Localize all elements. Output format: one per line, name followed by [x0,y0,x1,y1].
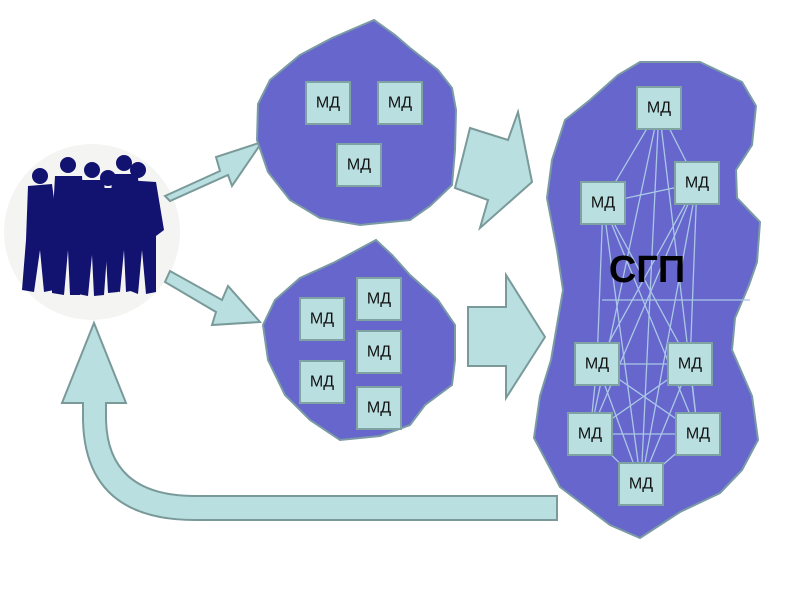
group-bottom-node-5-box [356,386,402,430]
network-node-1-box [636,86,682,130]
network-node-8-box [618,462,664,506]
group-top-node-2-box [377,81,423,125]
network-node-2-box [580,181,626,225]
network-node-8-label: МД [629,476,653,493]
group-bottom-node-2: МД [356,277,402,321]
group-top-node-1-box [305,81,351,125]
network-node-6-box [567,412,613,456]
network-node-1-label: МД [647,100,671,117]
group-top-node-2-label: МД [388,95,412,112]
network-center-label: СГП [609,249,685,291]
group-bottom-node-5: МД [356,386,402,430]
network-node-1: МД [636,86,682,130]
network-node-5: МД [667,342,713,386]
group-bottom-node-4: МД [299,360,345,404]
arrow-bottom-to-network [467,271,547,402]
network-node-8: МД [618,462,664,506]
network-node-7: МД [675,412,721,456]
network-edges [589,107,699,485]
group-bottom-node-1-box [299,297,345,341]
arrow-to-top-group [163,140,265,203]
group-bottom-node-1-label: МД [310,311,334,328]
group-bottom-node-2-box [356,277,402,321]
group-bottom-node-2-label: МД [367,291,391,308]
group-bottom-node-3-box [356,330,402,374]
group-top-nodes: МД МД МД [305,81,423,187]
network-node-5-label: МД [678,356,702,373]
group-bottom-node-4-label: МД [310,374,334,391]
network-node-4-box [574,342,620,386]
network-node-6-label: МД [578,426,602,443]
group-bottom-node-1: МД [299,297,345,341]
network-node-7-box [675,412,721,456]
group-bottom-node-5-label: МД [367,400,391,417]
network-node-4-label: МД [585,356,609,373]
network-node-7-label: МД [686,426,710,443]
network-edge-10 [602,202,691,365]
group-bottom-nodes: МД МД МД МД МД [299,277,402,430]
group-top-node-3-box [336,143,382,187]
group-top-blob [255,18,458,227]
arrow-top-to-network [453,108,534,232]
network-node-2-label: МД [591,195,615,212]
network-edge-12 [689,182,698,365]
group-top-node-3-label: МД [347,157,371,174]
network-edge-11 [596,182,698,365]
group-top-node-3: МД [336,143,382,187]
arrow-to-bottom-group [163,269,263,327]
group-bottom-node-3-label: МД [367,344,391,361]
group-bottom-node-3: МД [356,330,402,374]
group-top-node-1-label: МД [316,95,340,112]
network-nodes: МД МД МД МД МД МД МД МД [567,86,721,506]
people-silhouette-icon [22,155,164,296]
network-node-3-label: МД [685,175,709,192]
group-top-node-2: МД [377,81,423,125]
network-node-6: МД [567,412,613,456]
group-bottom-node-4-box [299,360,345,404]
people-group [4,144,180,320]
network-node-4: МД [574,342,620,386]
network-node-5-box [667,342,713,386]
network-edge-4 [640,107,660,485]
network-edge-9 [602,202,642,485]
network-edge-8 [602,202,699,435]
group-top-node-1: МД [305,81,351,125]
network-node-2: МД [580,181,626,225]
feedback-arrow [60,320,558,521]
network-edge-7 [596,202,604,365]
network-node-3-box [674,161,720,205]
network-node-3: МД [674,161,720,205]
